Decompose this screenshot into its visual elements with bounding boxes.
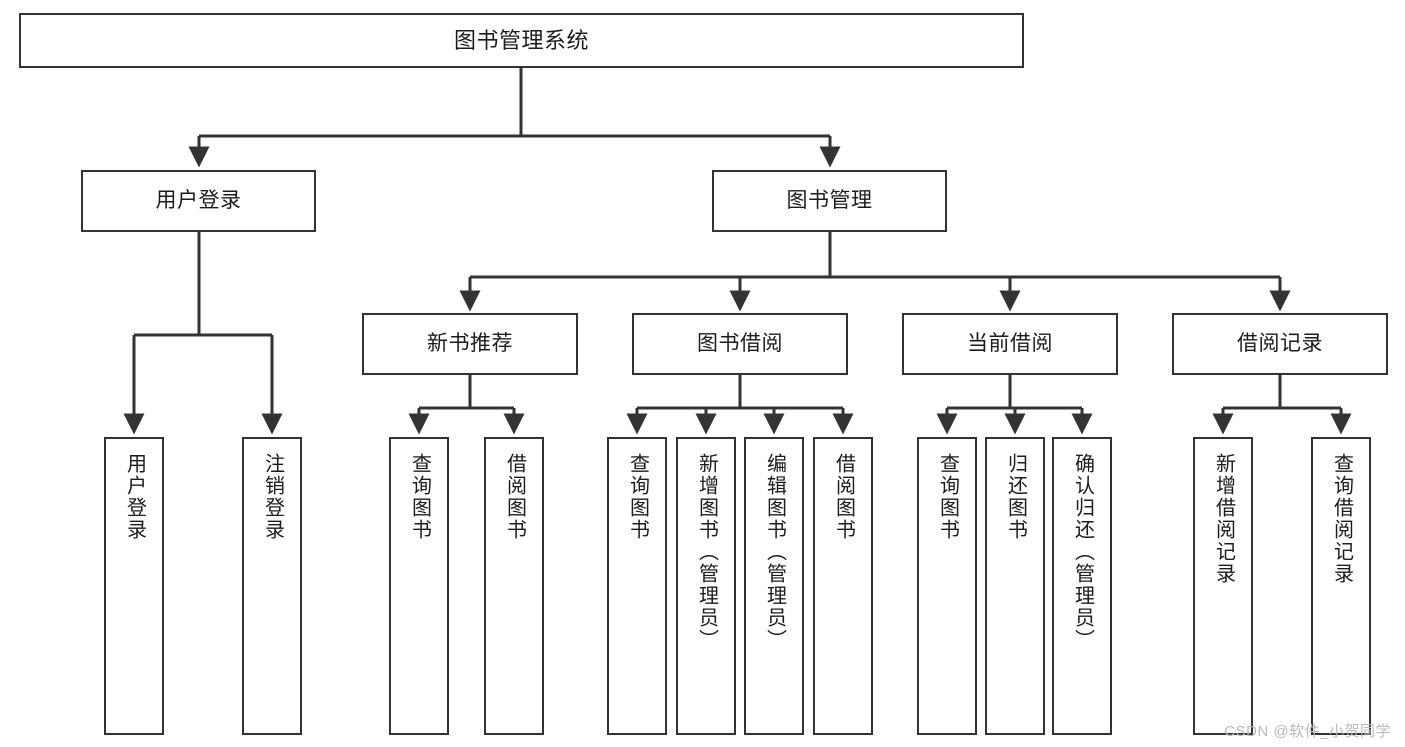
node-book-borrow[interactable]: 图书借阅 — [632, 313, 848, 375]
leaf-user-login-login[interactable]: 用户登录 — [104, 437, 164, 735]
node-label: 借阅图书 — [832, 453, 855, 541]
node-label: 查询图书 — [408, 453, 431, 541]
node-new-book-recommend[interactable]: 新书推荐 — [362, 313, 578, 375]
leaf-borrow-record-add[interactable]: 新增借阅记录 — [1193, 437, 1253, 735]
watermark-text: CSDN @软件_小贺同学 — [1224, 723, 1391, 740]
node-label: 编辑图书（管理员） — [763, 453, 786, 651]
node-borrow-record[interactable]: 借阅记录 — [1172, 313, 1388, 375]
node-label: 新书推荐 — [427, 331, 513, 355]
node-label: 用户登录 — [123, 453, 146, 541]
leaf-current-borrow-query[interactable]: 查询图书 — [917, 437, 977, 735]
node-label: 图书管理 — [786, 188, 873, 212]
node-label: 当前借阅 — [967, 331, 1053, 355]
node-label: 图书借阅 — [697, 331, 783, 355]
leaf-borrow-record-query[interactable]: 查询借阅记录 — [1311, 437, 1371, 735]
node-book-management[interactable]: 图书管理 — [712, 170, 947, 232]
leaf-book-borrow-add[interactable]: 新增图书（管理员） — [676, 437, 736, 735]
node-user-login[interactable]: 用户登录 — [81, 170, 316, 232]
leaf-book-borrow-query[interactable]: 查询图书 — [607, 437, 667, 735]
node-label: 用户登录 — [155, 188, 242, 212]
node-label: 查询图书 — [936, 453, 959, 541]
node-label: 注销登录 — [261, 453, 284, 541]
node-current-borrow[interactable]: 当前借阅 — [902, 313, 1118, 375]
leaf-book-borrow-edit[interactable]: 编辑图书（管理员） — [744, 437, 804, 735]
node-root-system[interactable]: 图书管理系统 — [19, 13, 1024, 68]
node-label: 借阅记录 — [1237, 331, 1323, 355]
node-label: 确认归还（管理员） — [1071, 453, 1094, 651]
leaf-new-book-query[interactable]: 查询图书 — [389, 437, 449, 735]
node-label: 新增图书（管理员） — [695, 453, 718, 651]
leaf-new-book-borrow[interactable]: 借阅图书 — [484, 437, 544, 735]
leaf-current-borrow-confirm-return[interactable]: 确认归还（管理员） — [1052, 437, 1112, 735]
node-label: 查询图书 — [626, 453, 649, 541]
node-label: 查询借阅记录 — [1330, 453, 1353, 585]
leaf-current-borrow-return[interactable]: 归还图书 — [985, 437, 1045, 735]
node-label: 图书管理系统 — [453, 27, 589, 53]
leaf-book-borrow-borrow[interactable]: 借阅图书 — [813, 437, 873, 735]
node-label: 归还图书 — [1004, 453, 1027, 541]
node-label: 新增借阅记录 — [1212, 453, 1235, 585]
leaf-user-login-logout[interactable]: 注销登录 — [242, 437, 302, 735]
node-label: 借阅图书 — [503, 453, 526, 541]
